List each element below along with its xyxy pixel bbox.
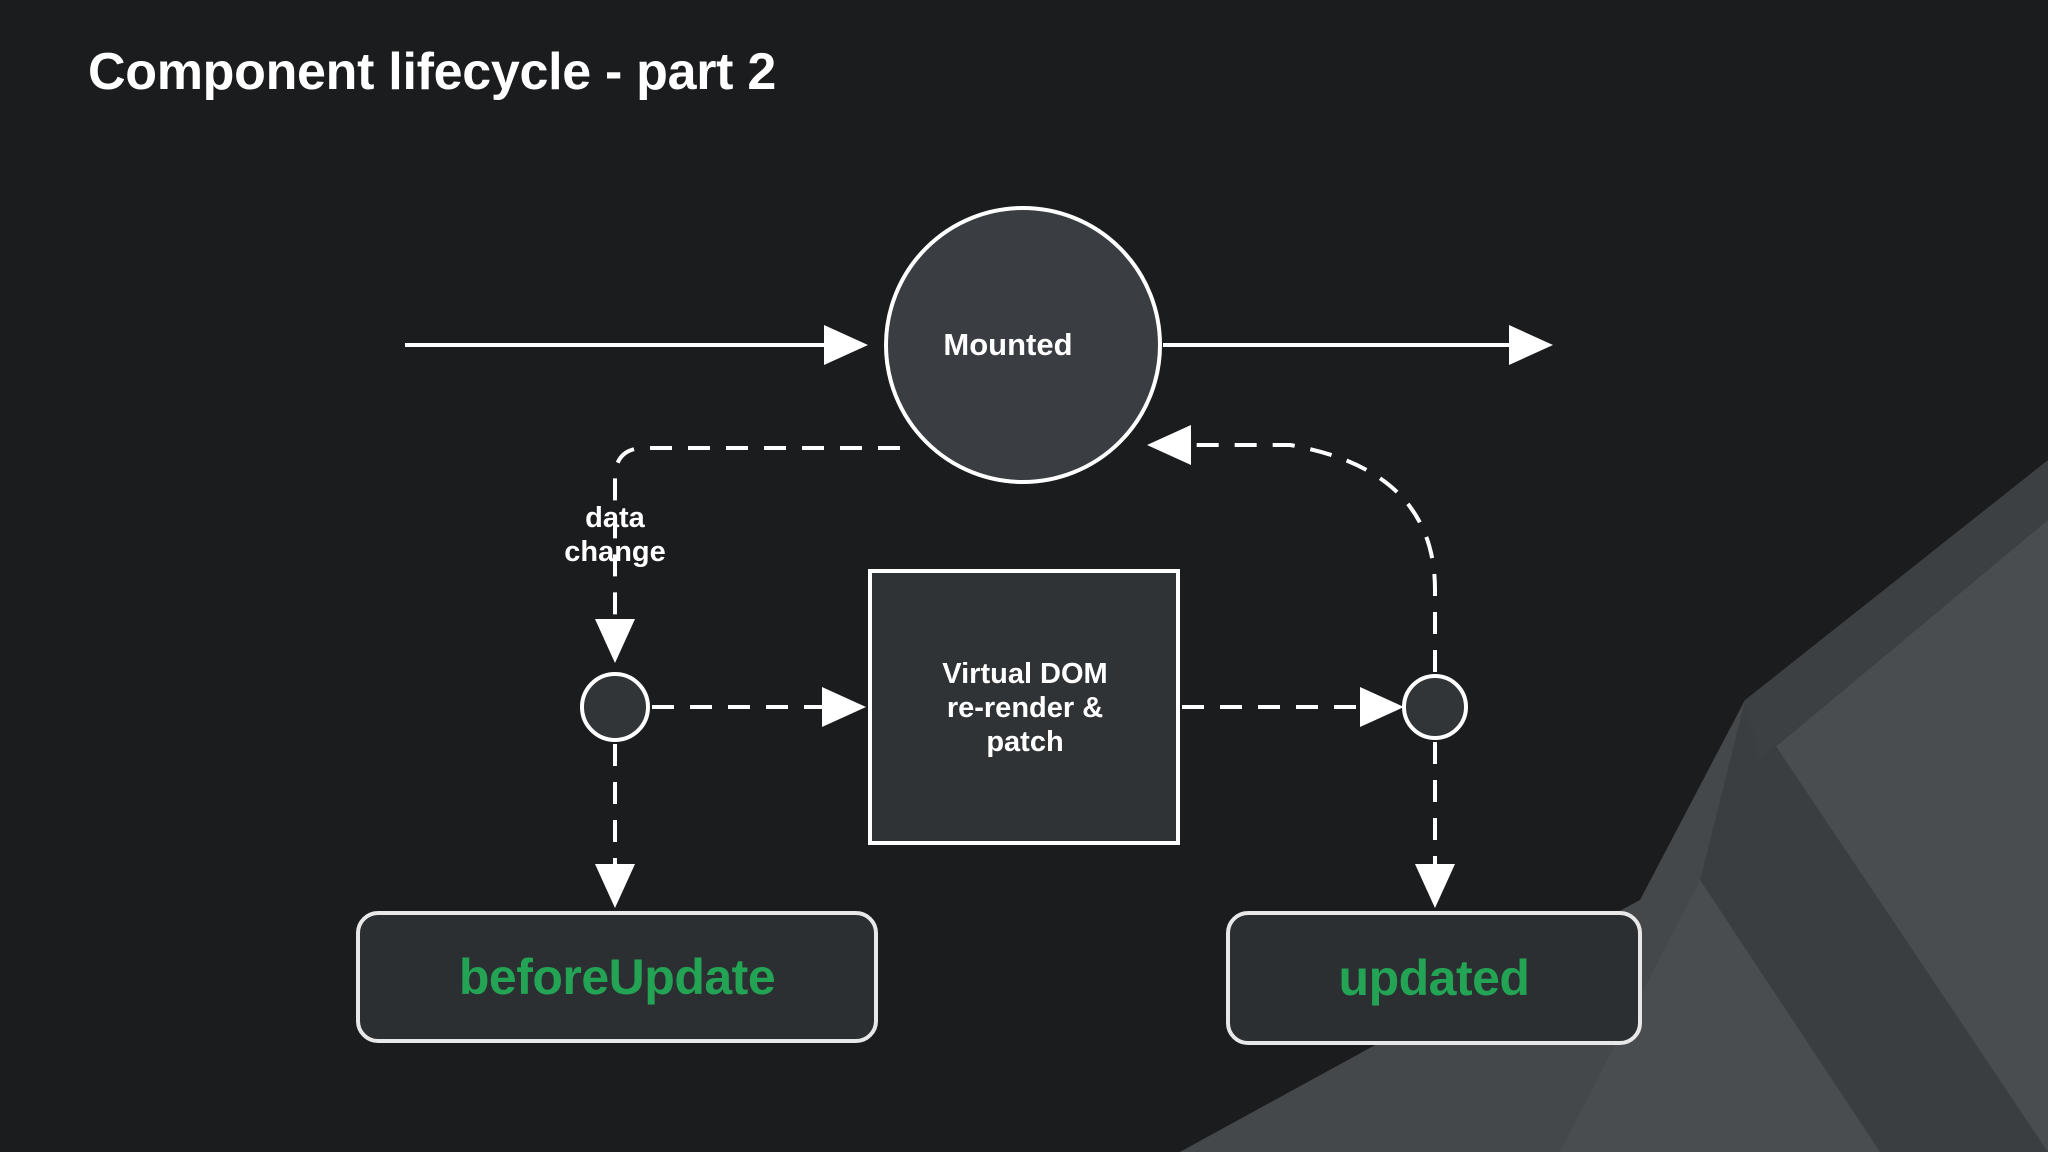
node-virtual-dom-label: Virtual DOM re-render & patch bbox=[875, 600, 1175, 816]
node-before-update-label: beforeUpdate bbox=[458, 949, 776, 1005]
page-title: Component lifecycle - part 2 bbox=[88, 43, 776, 101]
node-mounted[interactable] bbox=[884, 206, 1162, 484]
node-before-update[interactable] bbox=[356, 911, 878, 1043]
edge-junction-right-to-mounted bbox=[1147, 425, 1437, 672]
node-virtual-dom[interactable] bbox=[868, 569, 1180, 845]
edge-label-data-change: data change bbox=[505, 490, 725, 580]
node-junction-right[interactable] bbox=[1402, 674, 1468, 740]
data-change-line-1: data bbox=[585, 501, 645, 534]
data-change-line-2: change bbox=[564, 536, 666, 568]
node-mounted-label: Mounted bbox=[943, 326, 1073, 362]
node-junction-left[interactable] bbox=[580, 672, 650, 742]
node-updated[interactable] bbox=[1226, 911, 1642, 1045]
vdom-line-2: re-render & bbox=[946, 691, 1104, 724]
vdom-line-1: Virtual DOM bbox=[942, 657, 1108, 690]
edge-mounted-to-junction-left bbox=[595, 446, 900, 663]
vdom-line-3: patch bbox=[986, 726, 1064, 759]
node-updated-label: updated bbox=[1338, 950, 1530, 1006]
